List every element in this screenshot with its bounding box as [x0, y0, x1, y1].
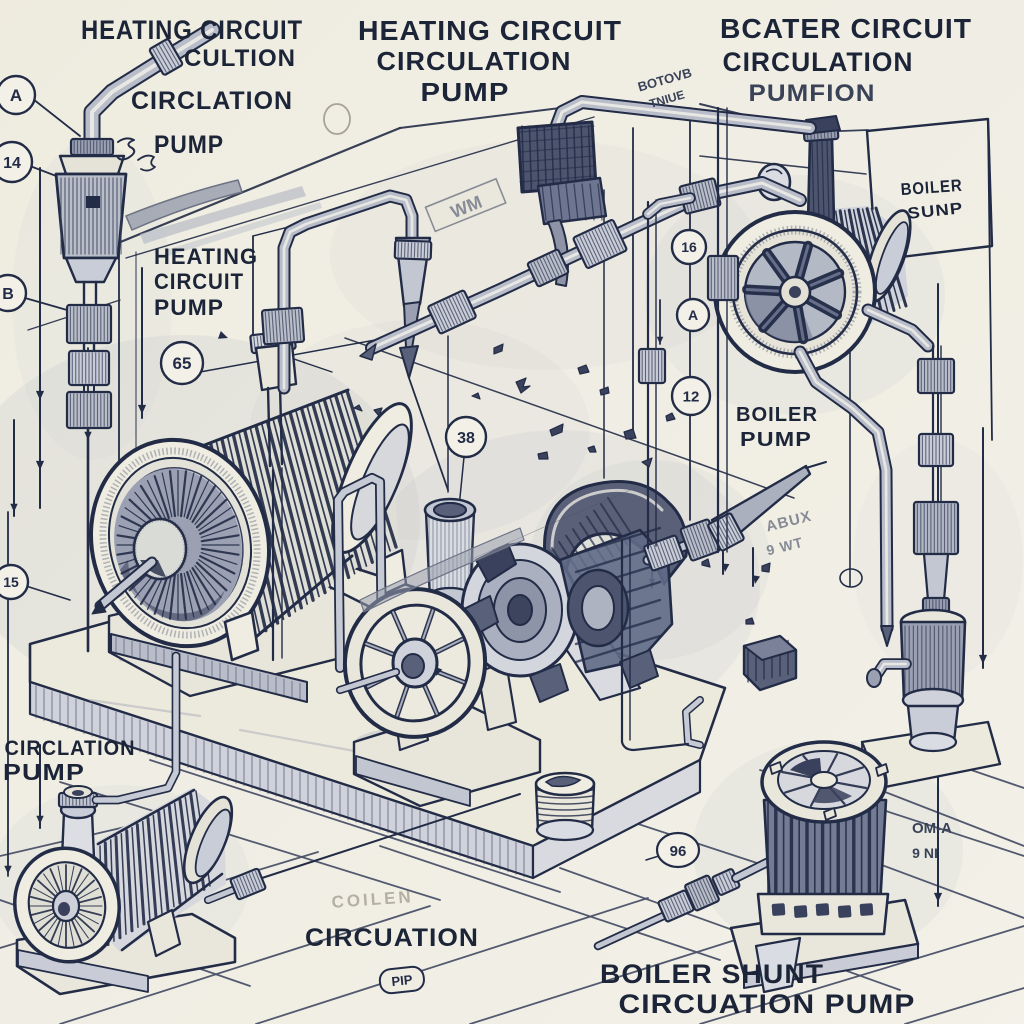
svg-text:BOILER SHUNT: BOILER SHUNT	[600, 959, 824, 989]
svg-text:9 NI: 9 NI	[912, 845, 938, 861]
svg-text:HEATING CIRCUIT: HEATING CIRCUIT	[358, 15, 622, 46]
svg-text:PIP: PIP	[391, 972, 414, 989]
svg-text:PUMP: PUMP	[154, 295, 224, 320]
svg-text:SUNP: SUNP	[907, 200, 964, 223]
svg-text:PUMP: PUMP	[3, 759, 85, 785]
svg-text:OM-A: OM-A	[912, 820, 952, 837]
svg-text:CIRCULATION: CIRCULATION	[723, 47, 914, 77]
svg-text:PUMP: PUMP	[740, 429, 812, 451]
svg-text:14: 14	[3, 155, 21, 172]
svg-text:PUMFION: PUMFION	[749, 80, 876, 107]
svg-text:12: 12	[683, 388, 700, 405]
svg-text:CIRCULATION: CIRCULATION	[377, 46, 572, 76]
svg-text:HEATING CIRCUIT: HEATING CIRCUIT	[81, 15, 303, 45]
svg-text:CIRCUATION: CIRCUATION	[305, 924, 479, 952]
svg-text:BOILER: BOILER	[736, 404, 818, 426]
svg-text:A: A	[10, 86, 22, 105]
svg-text:CIRCUATION PUMP: CIRCUATION PUMP	[619, 989, 916, 1019]
svg-text:HEATING: HEATING	[154, 244, 258, 269]
svg-text:CULTION: CULTION	[184, 45, 296, 72]
svg-text:CIRCLATION: CIRCLATION	[131, 87, 293, 115]
svg-text:16: 16	[681, 239, 697, 255]
svg-text:CIRCLATION: CIRCLATION	[5, 737, 136, 760]
svg-text:CIRCUIT: CIRCUIT	[154, 269, 244, 294]
svg-text:15: 15	[3, 574, 19, 590]
svg-text:96: 96	[670, 843, 687, 860]
svg-text:BCATER CIRCUIT: BCATER CIRCUIT	[720, 13, 972, 44]
svg-text:BOILER: BOILER	[900, 176, 963, 199]
svg-text:B: B	[2, 286, 14, 303]
svg-text:PUMP: PUMP	[421, 77, 510, 107]
svg-text:A: A	[688, 307, 698, 323]
svg-text:65: 65	[173, 354, 192, 373]
svg-text:38: 38	[457, 430, 475, 447]
svg-text:PUMP: PUMP	[154, 131, 224, 159]
